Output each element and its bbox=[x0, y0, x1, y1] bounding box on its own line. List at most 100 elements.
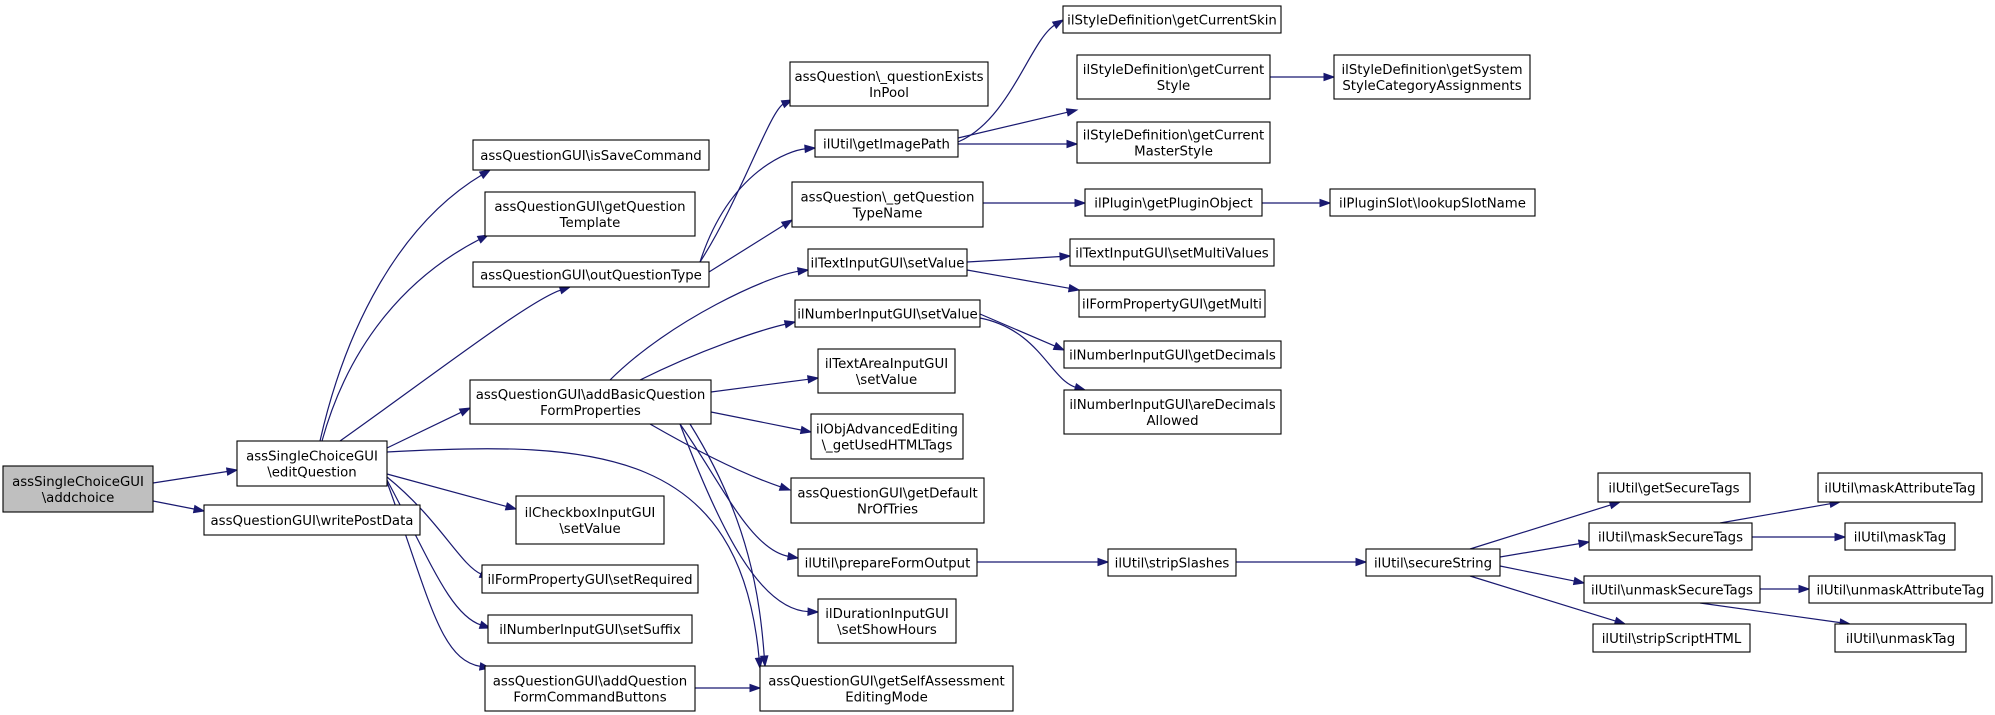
edge-n1-n11 bbox=[386, 448, 764, 670]
function-node[interactable]: ilUtil\maskSecureTags bbox=[1588, 522, 1753, 551]
node-label: TypeName bbox=[852, 207, 923, 222]
node-box bbox=[817, 348, 956, 394]
node-label: ilTextInputGUI\setValue bbox=[811, 257, 965, 272]
edge-n33-n35 bbox=[1499, 539, 1591, 558]
function-node[interactable]: ilObjAdvancedEditing\_getUsedHTMLTags bbox=[810, 413, 964, 460]
function-node[interactable]: ilFormPropertyGUI\setRequired bbox=[481, 564, 699, 594]
function-node[interactable]: ilStyleDefinition\getCurrentSkin bbox=[1062, 5, 1282, 34]
edge-n6-n21 bbox=[679, 423, 820, 616]
edge-n0-n2 bbox=[152, 500, 206, 514]
function-node[interactable]: assSingleChoiceGUI\editQuestion bbox=[236, 440, 388, 487]
node-box bbox=[814, 129, 959, 158]
function-node[interactable]: ilUtil\unmaskSecureTags bbox=[1583, 575, 1761, 604]
function-node[interactable]: ilTextInputGUI\setMultiValues bbox=[1069, 238, 1275, 267]
node-box bbox=[759, 665, 1014, 712]
function-node[interactable]: assQuestionGUI\writePostData bbox=[203, 504, 421, 536]
node-box bbox=[469, 379, 712, 425]
function-node[interactable]: ilUtil\unmaskTag bbox=[1834, 623, 1967, 653]
function-node[interactable]: ilNumberInputGUI\setValue bbox=[794, 299, 981, 328]
edge-line bbox=[710, 411, 803, 431]
function-node[interactable]: ilNumberInputGUI\getDecimals bbox=[1063, 340, 1282, 369]
node-label: InPool bbox=[869, 86, 909, 101]
node-box bbox=[515, 495, 665, 545]
edge-line bbox=[386, 411, 463, 449]
node-label: Allowed bbox=[1146, 414, 1198, 429]
edge-n0-n1 bbox=[152, 467, 239, 484]
function-node[interactable]: ilUtil\maskAttributeTag bbox=[1817, 472, 1983, 503]
node-label: FormCommandButtons bbox=[513, 691, 666, 706]
function-node[interactable]: ilPluginSlot\lookupSlotName bbox=[1329, 188, 1536, 217]
function-node[interactable]: ilDurationInputGUI\setShowHours bbox=[817, 598, 957, 644]
edge-n14-n26 bbox=[983, 198, 1087, 208]
node-box bbox=[236, 440, 388, 487]
function-node[interactable]: assQuestionGUI\outQuestionType bbox=[472, 261, 710, 288]
node-label: ilTextAreaInputGUI bbox=[825, 357, 948, 372]
edge-n6-n17 bbox=[710, 375, 820, 393]
node-label: ilUtil\prepareFormOutput bbox=[805, 557, 971, 572]
arrowhead bbox=[225, 467, 239, 476]
function-node[interactable]: ilUtil\unmaskAttributeTag bbox=[1808, 575, 1993, 604]
edge-line bbox=[386, 476, 482, 575]
node-label: ilUtil\unmaskSecureTags bbox=[1591, 584, 1753, 599]
function-node[interactable]: ilUtil\getSecureTags bbox=[1597, 472, 1751, 503]
arrowhead bbox=[1577, 539, 1591, 548]
edge-line bbox=[386, 479, 482, 626]
node-label: \editQuestion bbox=[267, 466, 356, 481]
function-node[interactable]: ilNumberInputGUI\setSuffix bbox=[487, 614, 693, 644]
function-node[interactable]: ilUtil\secureString bbox=[1365, 548, 1501, 577]
node-label: ilObjAdvancedEditing bbox=[816, 423, 958, 438]
node-label: assQuestionGUI\writePostData bbox=[211, 514, 414, 529]
function-node[interactable]: ilCheckboxInputGUI\setValue bbox=[515, 495, 665, 545]
function-node[interactable]: ilUtil\stripSlashes bbox=[1107, 548, 1237, 577]
function-node[interactable]: assQuestionGUI\addBasicQuestionFormPrope… bbox=[469, 379, 712, 425]
root-function-node[interactable]: assSingleChoiceGUI\addchoice bbox=[2, 465, 154, 513]
edge-line bbox=[979, 313, 1056, 348]
arrowhead bbox=[778, 482, 792, 491]
node-label: ilTextInputGUI\setMultiValues bbox=[1075, 247, 1268, 262]
node-label: ilFormPropertyGUI\getMulti bbox=[1082, 298, 1262, 313]
node-label: assSingleChoiceGUI bbox=[246, 450, 378, 465]
node-label: \setValue bbox=[559, 522, 620, 537]
function-node[interactable]: ilPlugin\getPluginObject bbox=[1084, 188, 1263, 217]
node-box bbox=[1076, 121, 1271, 164]
function-node[interactable]: assQuestionGUI\isSaveCommand bbox=[472, 139, 710, 171]
arrowhead bbox=[558, 286, 572, 295]
edge-line bbox=[319, 174, 483, 442]
node-box bbox=[472, 261, 710, 288]
edge-line bbox=[386, 448, 760, 660]
edge-n5-n14 bbox=[708, 219, 794, 273]
function-node[interactable]: assQuestionGUI\addQuestionFormCommandBut… bbox=[484, 665, 696, 712]
function-node[interactable]: assQuestionGUI\getSelfAssessmentEditingM… bbox=[759, 665, 1014, 712]
arrowhead bbox=[192, 504, 206, 514]
arrowhead bbox=[478, 169, 492, 180]
function-node[interactable]: ilUtil\prepareFormOutput bbox=[797, 548, 978, 577]
function-node[interactable]: ilStyleDefinition\getSystemStyleCategory… bbox=[1333, 54, 1531, 100]
function-node[interactable]: ilUtil\getImagePath bbox=[814, 129, 959, 158]
edge-line bbox=[699, 103, 785, 263]
edge-n35-n38 bbox=[1719, 499, 1842, 524]
function-node[interactable]: ilTextInputGUI\setValue bbox=[807, 248, 968, 277]
function-node[interactable]: ilFormPropertyGUI\getMulti bbox=[1078, 289, 1266, 318]
edge-line bbox=[699, 148, 807, 263]
function-node[interactable]: ilUtil\stripScriptHTML bbox=[1592, 623, 1751, 653]
function-node[interactable]: ilUtil\maskTag bbox=[1844, 522, 1956, 551]
node-label: assQuestionGUI\getSelfAssessment bbox=[768, 675, 1005, 690]
edge-line bbox=[321, 238, 481, 442]
edge-n16-n30 bbox=[979, 313, 1066, 351]
edge-line bbox=[710, 378, 810, 393]
node-label: assQuestionGUI\getQuestion bbox=[494, 200, 685, 215]
node-label: StyleCategoryAssignments bbox=[1342, 79, 1521, 94]
node-label: ilPluginSlot\lookupSlotName bbox=[1339, 197, 1526, 212]
function-node[interactable]: ilTextAreaInputGUI\setValue bbox=[817, 348, 956, 394]
node-box bbox=[1365, 548, 1501, 577]
arrowhead bbox=[1798, 584, 1811, 594]
edge-line bbox=[1469, 504, 1612, 550]
edge-n5-n12 bbox=[699, 99, 794, 263]
